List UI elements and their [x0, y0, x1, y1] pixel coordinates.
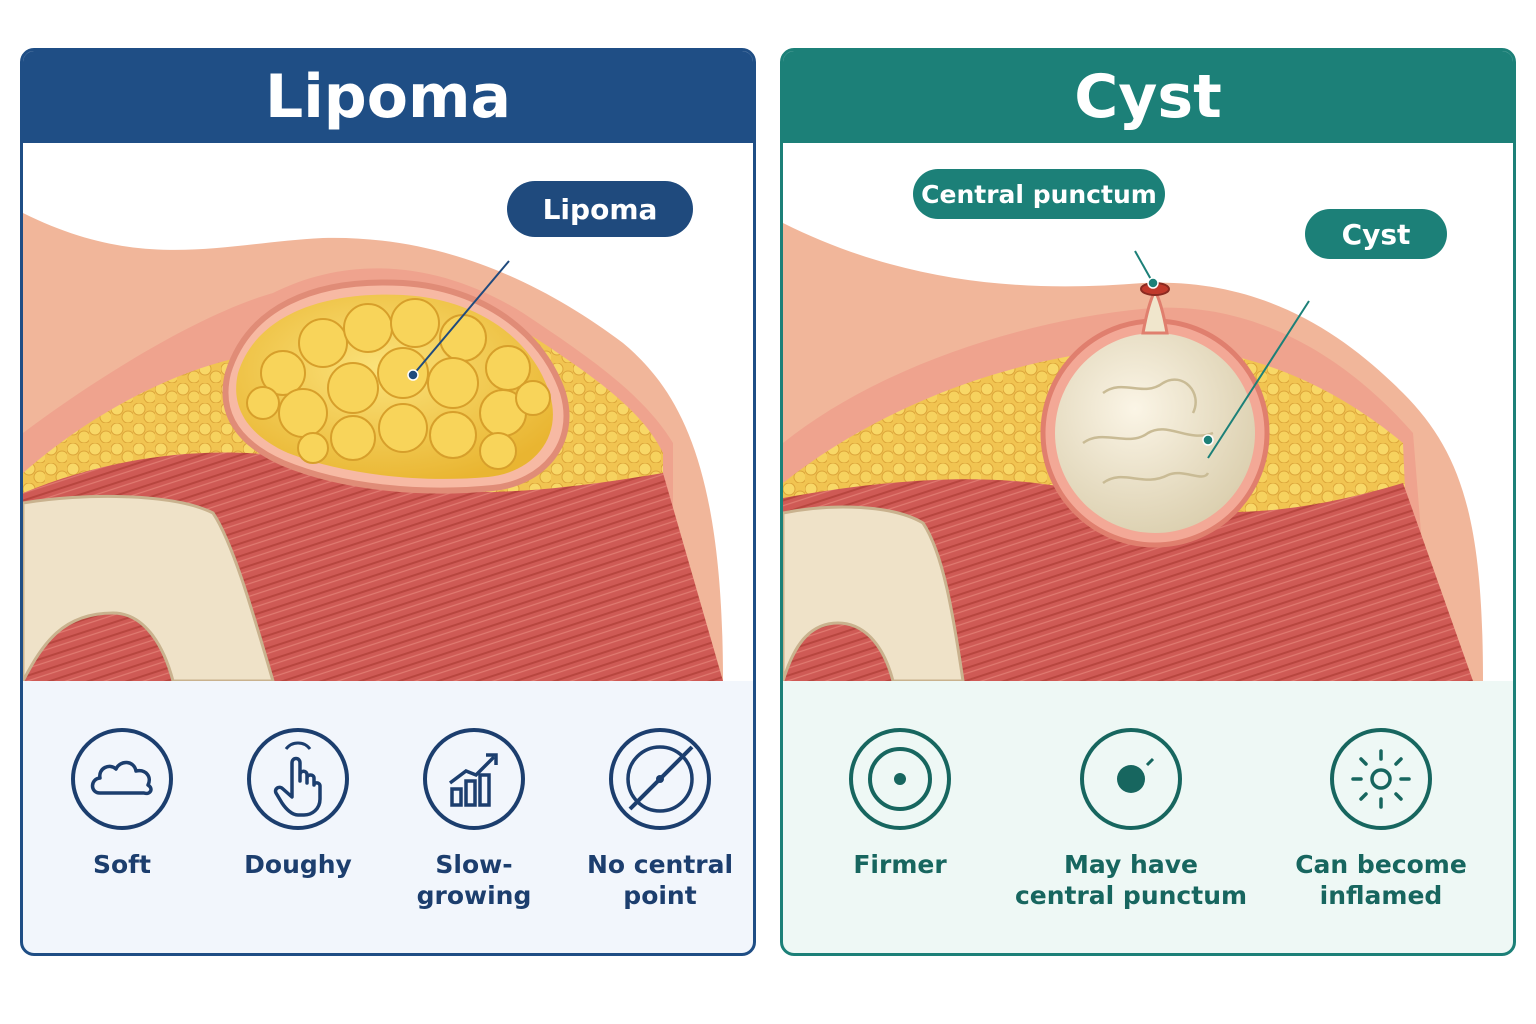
lipoma-callout: Lipoma — [507, 181, 693, 237]
feature-label: May have central punctum — [1014, 850, 1248, 910]
feature-soft: Soft — [27, 727, 217, 880]
cyst-features: Firmer May have central punctum — [783, 691, 1513, 953]
lipoma-anatomy-drawing — [23, 213, 723, 681]
crossed-circle-icon — [608, 727, 712, 831]
feature-firmer: Firmer — [805, 727, 995, 880]
cyst-anatomy-drawing — [783, 223, 1483, 681]
punctum-callout: Central punctum — [913, 169, 1165, 219]
target-dot-icon — [848, 727, 952, 831]
lipoma-panel: Lipoma — [20, 48, 756, 956]
feature-label: No central point — [586, 850, 734, 910]
lipoma-title: Lipoma — [23, 51, 753, 143]
feature-can-become-inflamed: Can become inflamed — [1273, 727, 1489, 911]
feature-label: Slow- growing — [416, 850, 532, 910]
cyst-panel: Cyst — [780, 48, 1516, 956]
feature-no-central-point: No central point — [565, 727, 753, 911]
inflamed-sun-icon — [1329, 727, 1433, 831]
feature-label: Doughy — [244, 850, 352, 879]
cyst-title: Cyst — [783, 51, 1513, 143]
feature-label: Firmer — [853, 850, 947, 879]
cloud-icon — [70, 727, 174, 831]
feature-slow-growing: Slow- growing — [379, 727, 569, 911]
feature-may-have-punctum: May have central punctum — [1011, 727, 1251, 911]
cyst-callout: Cyst — [1305, 209, 1447, 259]
growth-chart-icon — [422, 727, 526, 831]
punctum-dot-icon — [1079, 727, 1183, 831]
feature-doughy: Doughy — [203, 727, 393, 880]
finger-press-icon — [246, 727, 350, 831]
feature-label: Soft — [92, 850, 151, 879]
lipoma-features: Soft Doughy — [23, 691, 753, 953]
feature-label: Can become inflamed — [1295, 850, 1467, 910]
